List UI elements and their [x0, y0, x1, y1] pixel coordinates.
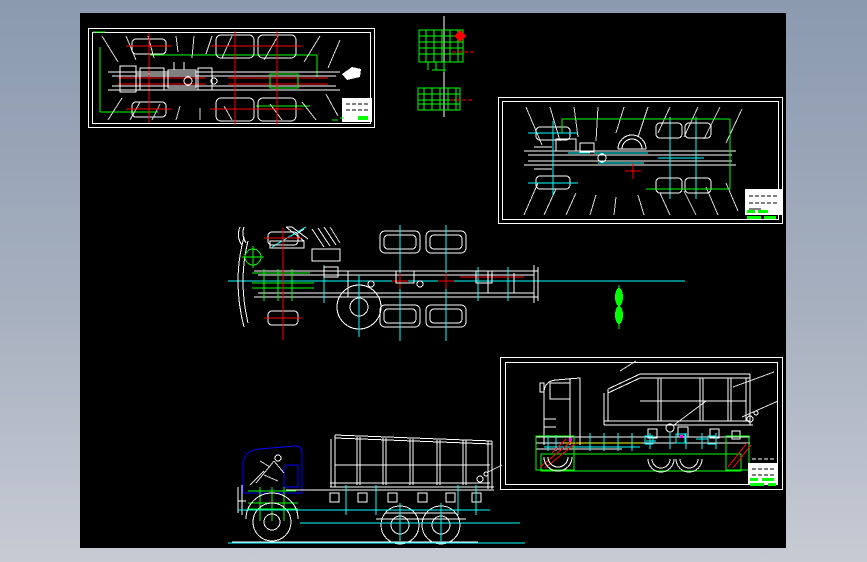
frame-assembly-drawing	[498, 97, 783, 224]
cab-dome	[618, 135, 646, 149]
wheel-arcs	[544, 457, 702, 472]
title-block	[748, 459, 778, 486]
green-selection-boxes	[536, 436, 749, 471]
detail-callout-shape	[342, 67, 361, 80]
cab-outline-blue	[243, 446, 302, 493]
dump-bed	[604, 374, 758, 425]
mount-details	[534, 139, 606, 169]
driver-sketch	[250, 455, 284, 485]
small-part-detail	[615, 285, 623, 329]
crossmember-details	[324, 267, 514, 297]
dump-truck-elevation-drawing	[226, 427, 526, 548]
magenta-marker	[569, 438, 572, 441]
engine-assembly-green	[248, 479, 305, 521]
green-outline	[562, 119, 730, 189]
cyan-highlights	[528, 117, 704, 199]
green-component-box	[270, 74, 298, 88]
hydraulic-parts-yellow	[564, 424, 674, 443]
cyan-lines	[228, 485, 525, 543]
engine-top-view	[415, 30, 474, 72]
dump-bed	[330, 435, 494, 489]
front-axle-lines	[264, 228, 302, 340]
front-bumper-arcs	[238, 237, 248, 327]
frame-rails	[108, 72, 340, 90]
cyan-details	[544, 433, 716, 451]
drawing-canvas[interactable]	[80, 13, 786, 548]
frame-rails	[524, 151, 736, 165]
leader-lines	[620, 361, 778, 425]
drawing-border	[499, 98, 783, 224]
tow-hook	[238, 227, 246, 245]
drawing-border	[501, 358, 783, 490]
title-block	[745, 189, 782, 219]
steering-wheel	[242, 246, 264, 268]
red-cross-marks	[392, 273, 524, 289]
rear-tires	[380, 231, 466, 327]
frame-rails	[286, 490, 494, 519]
technical-notes-block	[740, 148, 773, 185]
title-block	[332, 98, 372, 122]
chassis-top-view-drawing	[88, 28, 375, 128]
engine-side-view	[414, 88, 474, 110]
green-outline	[93, 32, 317, 112]
red-center-cross	[625, 163, 641, 179]
vertical-label-text-cyan	[308, 439, 320, 483]
chassis-plan-drawing	[228, 225, 688, 343]
cab-floor-hatch	[312, 227, 340, 261]
drawing-border	[89, 29, 375, 128]
driveline-detail	[120, 62, 217, 92]
axle-centerlines	[118, 31, 328, 125]
cab-outline	[540, 378, 580, 445]
rear-tires	[656, 123, 711, 193]
leader-lines	[524, 107, 742, 215]
dump-truck-arrangement-drawing	[500, 357, 783, 490]
tailgate-hinge	[477, 465, 502, 482]
red-diagonal-braces	[540, 439, 751, 468]
red-diamond-marker	[454, 30, 466, 42]
magenta-marker	[680, 435, 683, 438]
leader-lines	[102, 36, 340, 120]
engine-detail-drawing	[412, 16, 476, 118]
